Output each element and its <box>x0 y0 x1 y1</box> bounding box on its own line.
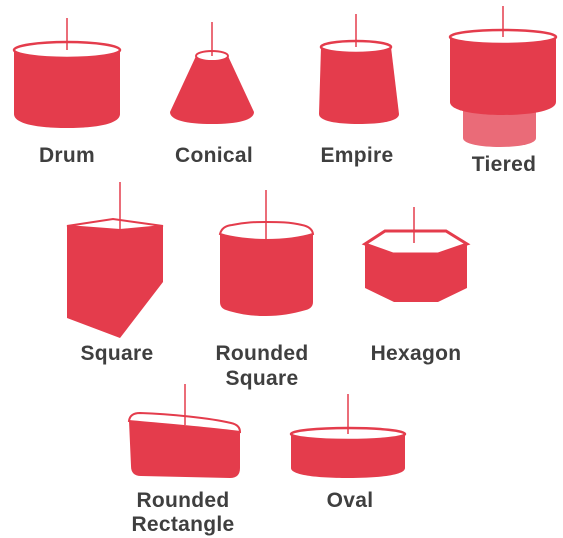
rounded-square-shade-icon <box>218 190 315 316</box>
label-oval: Oval <box>326 489 374 512</box>
label-rounded-rectangle-line2: Rectangle <box>131 513 235 536</box>
label-drum: Drum <box>38 144 96 167</box>
hexagon-shade-icon <box>361 207 471 302</box>
label-conical: Conical <box>175 144 253 167</box>
label-empire: Empire <box>320 144 394 167</box>
tiered-shade-icon <box>448 6 558 147</box>
rounded-rectangle-shade-icon <box>127 384 242 478</box>
label-hexagon: Hexagon <box>370 342 462 365</box>
drum-shade-icon <box>12 18 122 128</box>
label-tiered: Tiered <box>471 153 537 176</box>
label-square: Square <box>80 342 154 365</box>
label-rounded-rectangle-line1: Rounded <box>136 489 230 512</box>
oval-shade-icon <box>289 394 407 478</box>
label-rounded-square-line2: Square <box>225 367 299 390</box>
empire-shade-icon <box>319 14 399 124</box>
square-shade-icon <box>66 182 164 338</box>
conical-shade-icon <box>170 22 254 124</box>
label-rounded-square-line1: Rounded <box>215 342 309 365</box>
